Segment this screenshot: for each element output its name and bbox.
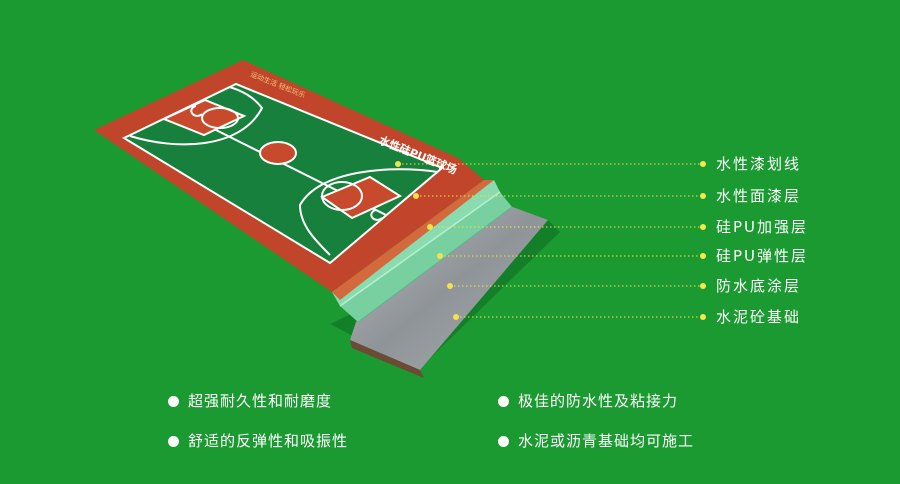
center-circle	[259, 141, 297, 165]
layer-bullet	[700, 253, 706, 259]
court-edge	[332, 180, 494, 300]
leader-anchor	[427, 224, 433, 230]
layer-bullet	[700, 283, 706, 289]
leader-anchor	[437, 253, 443, 259]
layer-bullet	[700, 161, 706, 167]
layer-edge-line	[357, 206, 513, 323]
hoop-mark-left	[190, 105, 203, 117]
feature-bullet	[168, 396, 179, 407]
layer-label-concrete: 水泥砼基础	[716, 308, 802, 326]
layer-edge-line	[339, 191, 501, 307]
layer-label-primer: 防水底涂层	[716, 277, 802, 295]
layer-bullet	[700, 224, 706, 230]
feature-bullet	[498, 396, 509, 407]
three-point-arc-left	[129, 84, 264, 146]
feature-base-compat: 水泥或沥青基础均可施工	[518, 432, 695, 450]
leader-anchor	[413, 193, 419, 199]
leader-anchor	[453, 314, 459, 320]
pu-elastic-layer	[332, 180, 500, 306]
layer-label-topcoat: 水性面漆层	[716, 187, 802, 205]
leader-anchor	[447, 283, 453, 289]
layer-label-paint-line: 水性漆划线	[716, 155, 802, 173]
three-point-arc-right	[298, 168, 439, 256]
waterproof-primer-layer	[340, 192, 512, 322]
layer-bullet	[700, 314, 706, 320]
free-throw-arc-right	[321, 181, 363, 211]
feature-durability: 超强耐久性和耐磨度	[188, 392, 333, 410]
free-throw-arc-left	[201, 107, 239, 129]
feature-bullet	[168, 436, 179, 447]
layer-bullet	[700, 193, 706, 199]
concrete-side	[350, 340, 424, 378]
layer-label-reinforce: 硅PU加强层	[716, 218, 809, 236]
feature-bullet	[498, 436, 509, 447]
layer-label-elastic: 硅PU弹性层	[716, 247, 809, 265]
feature-waterproof: 极佳的防水性及粘接力	[518, 392, 679, 410]
feature-rebound: 舒适的反弹性和吸振性	[188, 432, 349, 450]
hoop-mark-right	[370, 209, 383, 221]
leader-anchor	[395, 161, 401, 167]
